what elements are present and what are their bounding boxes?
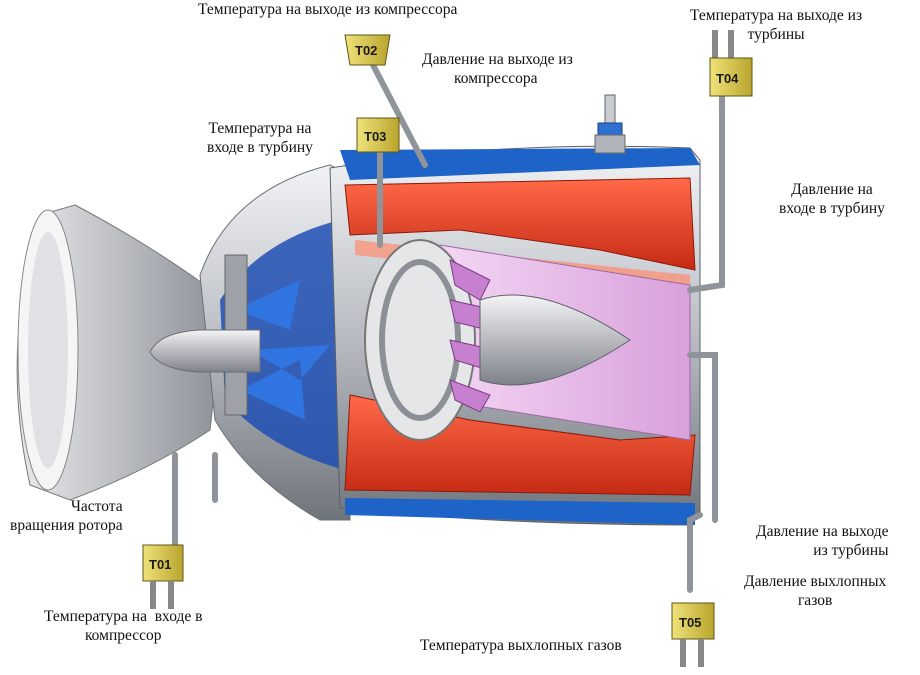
compressor-housing bbox=[199, 164, 351, 521]
sensor-t05-label: T05 bbox=[679, 615, 701, 630]
label-line: Температура на bbox=[208, 120, 312, 137]
label-line: входе в турбину bbox=[207, 139, 313, 156]
label-line: Давление на bbox=[791, 181, 873, 198]
label-line: вращения ротора bbox=[10, 517, 123, 534]
intake-bell bbox=[16, 204, 226, 501]
label-line: Температура на входе в bbox=[44, 608, 203, 625]
spinner-nose bbox=[149, 329, 261, 373]
sensor-t05: T05 bbox=[671, 602, 715, 667]
sensor-t04-label: T04 bbox=[716, 71, 739, 86]
sensor-t03-label: T03 bbox=[364, 129, 386, 144]
sensor-t03: T03 bbox=[356, 117, 400, 153]
sensor-t01: T01 bbox=[142, 544, 184, 609]
probe-tubes bbox=[172, 62, 725, 593]
label-line: Частота bbox=[70, 498, 123, 515]
sensor-t02-label: T02 bbox=[355, 43, 377, 58]
label-line: Давление выхлопных bbox=[744, 573, 887, 590]
label-turbine-outlet-pressure: Давление на выходе из турбины bbox=[756, 522, 889, 560]
label-exhaust-temperature: Температура выхлопных газов bbox=[420, 637, 622, 654]
label-line: компрессор bbox=[84, 627, 162, 644]
label-line: входе в турбину bbox=[779, 200, 885, 217]
label-turbine-outlet-temperature: Температура на выходе из турбины bbox=[690, 6, 862, 44]
label-compressor-outlet-temperature: Температура на выходе из компрессора bbox=[198, 1, 458, 18]
label-compressor-outlet-pressure: Давление на выходе из компрессора bbox=[422, 50, 573, 88]
label-rotor-speed: Частота вращения ротора bbox=[10, 497, 123, 535]
label-line: из турбины bbox=[813, 542, 889, 559]
label-line: турбины bbox=[747, 26, 805, 43]
label-line: компрессора bbox=[454, 70, 538, 87]
label-exhaust-pressure: Давление выхлопных газов bbox=[744, 572, 886, 610]
sensor-t04: T04 bbox=[709, 30, 753, 97]
label-compressor-inlet-temperature: Температура на входе в компрессор bbox=[44, 607, 202, 645]
label-turbine-inlet-pressure: Давление на входе в турбину bbox=[779, 180, 885, 218]
sensor-t02: T02 bbox=[344, 34, 391, 66]
label-line: Давление на выходе из bbox=[422, 51, 573, 68]
sensor-t01-label: T01 bbox=[149, 557, 171, 572]
fuel-injector bbox=[594, 94, 626, 154]
label-line: Давление на выходе bbox=[756, 523, 889, 540]
label-line: Температура на выходе из bbox=[690, 7, 863, 24]
label-turbine-inlet-temperature: Температура на входе в турбину bbox=[207, 119, 313, 157]
label-line: газов bbox=[797, 592, 833, 609]
turbine-rotor bbox=[364, 239, 631, 441]
